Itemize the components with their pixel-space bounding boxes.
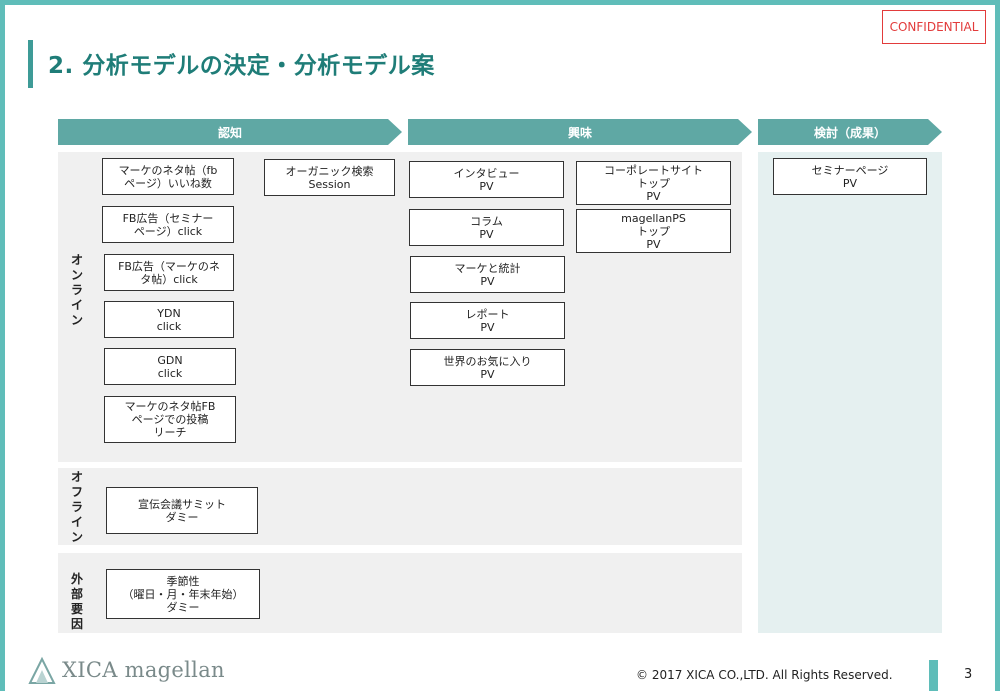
consideration-panel [758,152,942,633]
row-label-external: 外部要因 [70,572,83,631]
title-accent-bar [28,40,33,88]
copyright: © 2017 XICA CO.,LTD. All Rights Reserved… [636,668,893,682]
row-label-offline: オフライン [70,470,83,544]
metric-box: コーポレートサイト トップ PV [576,161,731,205]
metric-box: レポート PV [410,302,565,339]
metric-box: インタビュー PV [409,161,564,198]
page-title: 2. 分析モデルの決定・分析モデル案 [48,53,435,79]
metric-box: FB広告（マーケのネ タ帖）click [104,254,234,291]
metric-box: セミナーページ PV [773,158,927,195]
metric-box: マーケのネタ帖FB ページでの投稿 リーチ [104,396,236,443]
page-number: 3 [964,667,973,682]
metric-box: 宣伝会議サミット ダミー [106,487,258,534]
metric-box: GDN click [104,348,236,385]
metric-box: マーケと統計 PV [410,256,565,293]
stage-awareness: 認知 [58,119,402,145]
metric-box: FB広告（セミナー ページ）click [102,206,234,243]
page-accent-bar [929,660,938,691]
row-label-online: オンライン [70,253,83,327]
logo-text: XICA magellan [62,658,225,682]
metric-box: 世界のお気に入り PV [410,349,565,386]
metric-box: オーガニック検索 Session [264,159,395,196]
logo-mark-icon [28,656,56,684]
stage-consideration: 検討（成果） [758,119,942,145]
metric-box: YDN click [104,301,234,338]
confidential-badge: CONFIDENTIAL [882,10,986,44]
footer-logo: XICA magellan [28,656,225,684]
metric-box: magellanPS トップ PV [576,209,731,253]
metric-box: 季節性 （曜日・月・年末年始） ダミー [106,569,260,619]
metric-box: コラム PV [409,209,564,246]
stage-interest: 興味 [408,119,752,145]
metric-box: マーケのネタ帖（fb ページ）いいね数 [102,158,234,195]
